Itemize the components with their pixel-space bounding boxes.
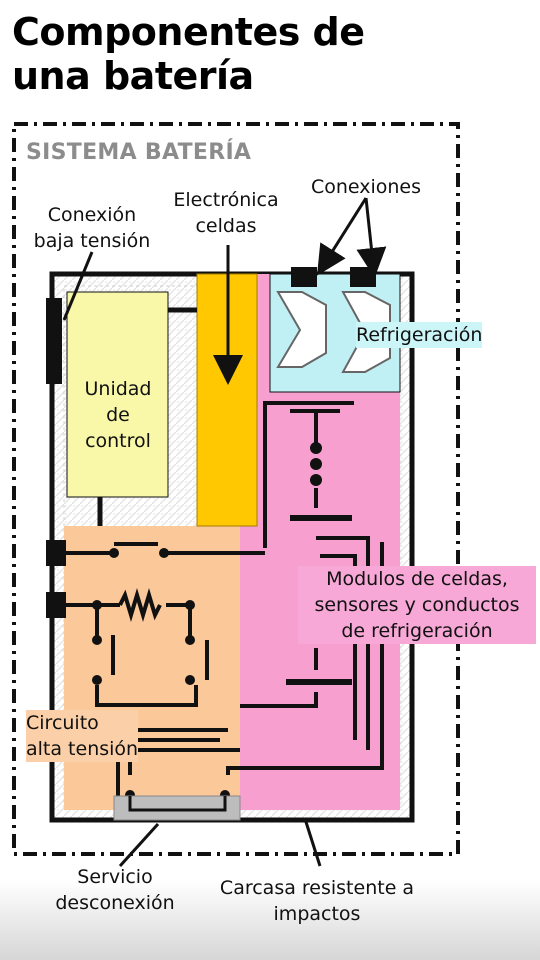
hv-circuit-block (64, 526, 240, 810)
low-voltage-pointer (62, 251, 94, 321)
service-disconnect-label: Servicio desconexión (40, 864, 190, 916)
service-pointer (118, 822, 160, 868)
title-line-1: Componentes de (12, 10, 365, 54)
cooling-plate-left (276, 291, 327, 368)
connector-left (291, 267, 317, 287)
control-unit-label-line-2: de (106, 404, 130, 426)
cooling-label: Refrigeración (356, 322, 483, 348)
connector-right (350, 267, 376, 287)
system-boundary (12, 122, 460, 856)
cell-modules-label-line-1: Modulos de celdas, (298, 566, 536, 592)
cell-electronics-label-line-2: celdas (195, 215, 257, 237)
control-unit-label-line-1: Unidad (84, 378, 152, 400)
title-line-2: una batería (12, 54, 254, 98)
connections-pointer-right (356, 197, 387, 278)
service-disconnect-plug (113, 795, 241, 821)
hv-circuit-label-line-2: alta tensión (26, 736, 139, 762)
low-voltage-connector (46, 298, 62, 384)
housing-pointer (304, 821, 322, 867)
control-unit-label-line-3: control (85, 430, 151, 452)
housing-label-line-2: impactos (273, 903, 361, 925)
low-voltage-label-line-1: Conexión (47, 204, 137, 226)
cell-modules-label-line-2: sensores y conductos (298, 592, 536, 618)
cooling-label-text: Refrigeración (356, 322, 483, 348)
hv-circuit-label: Circuito alta tensión (26, 710, 139, 762)
housing-label: Carcasa resistente a impactos (198, 875, 436, 927)
hv-circuit-label-line-1: Circuito (26, 710, 139, 736)
bottom-gradient (0, 880, 540, 960)
low-voltage-label-line-2: baja tensión (33, 230, 151, 252)
service-disconnect-label-line-2: desconexión (55, 892, 175, 914)
cell-electronics-label-line-1: Electrónica (173, 189, 279, 211)
system-label: SISTEMA BATERÍA (26, 140, 252, 165)
connections-label: Conexiones (296, 174, 436, 200)
control-unit-label: Unidad de control (70, 376, 166, 454)
cell-modules-label: Modulos de celdas, sensores y conductos … (298, 566, 536, 644)
connections-label-text: Conexiones (310, 176, 422, 198)
control-unit-block (66, 291, 169, 498)
cell-modules-label-line-3: de refrigeración (298, 618, 536, 644)
connections-pointer-left (316, 197, 368, 276)
cell-electronics-label: Electrónica celdas (158, 187, 294, 239)
low-voltage-label: Conexión baja tensión (22, 202, 162, 254)
housing-label-line-1: Carcasa resistente a (219, 877, 415, 899)
page-title: Componentes de una batería (12, 10, 532, 98)
service-disconnect-label-line-1: Servicio (77, 866, 153, 888)
